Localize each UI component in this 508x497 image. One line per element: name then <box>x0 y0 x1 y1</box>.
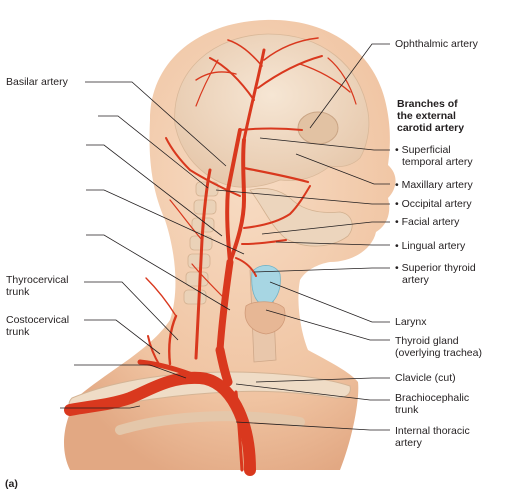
label-basilar-artery: Basilar artery <box>6 76 68 88</box>
first-rib <box>115 411 305 435</box>
thyrocervical-vessel <box>168 314 178 366</box>
maxillary-vessel <box>242 166 310 184</box>
label-thyroid-gland-line-2: (overlying trachea) <box>395 347 482 359</box>
leader-facial <box>261 221 390 235</box>
label-brachiocephalic-line-1: Brachiocephalic <box>395 392 470 404</box>
label-costocervical-line-2: trunk <box>6 326 30 338</box>
internal-thoracic-vessel <box>234 390 244 472</box>
label-lingual-artery: Lingual artery <box>395 240 466 252</box>
superior-thyroid-vessel <box>235 257 257 277</box>
leader-basilar <box>85 81 227 167</box>
costocervical-vessel <box>147 335 161 367</box>
leader-ophthalmic <box>309 43 390 129</box>
heading-branches-line-1: Branches of <box>397 98 458 110</box>
label-superficial-temporal-line-2: temporal artery <box>402 156 473 168</box>
ophthalmic-vessel <box>239 127 303 131</box>
leader-clavicle <box>255 377 390 383</box>
aortic-arch <box>64 371 256 476</box>
label-thyrocervical-line-1: Thyrocervical <box>6 274 69 286</box>
occipital-vessel <box>165 137 241 197</box>
larynx-shape <box>251 265 281 307</box>
thyroid-shape <box>244 301 286 335</box>
label-superficial-temporal-line-1: Superficial <box>395 144 451 156</box>
leader-occipital <box>215 189 390 205</box>
lingual-vessel <box>241 239 287 245</box>
facial-vessel <box>243 185 311 229</box>
external-carotid-vessel <box>228 138 246 264</box>
leader-thyrocervical <box>84 281 179 341</box>
leader-superficial-temporal <box>259 137 390 151</box>
label-larynx: Larynx <box>395 316 427 328</box>
label-thyroid-gland-line-1: Thyroid gland <box>395 335 459 347</box>
arteries <box>64 37 357 476</box>
label-superior-thyroid-line-1: Superior thyroid <box>395 262 476 274</box>
leader-superior-thyroid <box>253 267 390 273</box>
leader-lingual <box>275 241 390 246</box>
label-costocervical-line-1: Costocervical <box>6 314 70 326</box>
common-carotid-vessel <box>216 258 234 354</box>
heading-branches-line-3: carotid artery <box>397 122 465 134</box>
label-brachiocephalic-line-2: trunk <box>395 404 419 416</box>
leader-costocervical <box>84 319 161 355</box>
label-occipital-artery: Occipital artery <box>395 198 472 210</box>
leader-internal-thoracic <box>235 421 390 431</box>
label-superior-thyroid-line-2: artery <box>402 274 429 286</box>
leader-maxillary <box>295 153 390 185</box>
label-clavicle: Clavicle (cut) <box>395 372 456 384</box>
label-maxillary-artery: Maxillary artery <box>395 179 473 191</box>
label-facial-artery: Facial artery <box>395 216 460 228</box>
label-ophthalmic-artery: Ophthalmic artery <box>395 38 478 50</box>
heading-branches-line-2: the external <box>397 110 456 122</box>
superficial-temporal-vessel <box>242 48 266 142</box>
label-thyrocervical-line-2: trunk <box>6 286 30 298</box>
subclavian-vessel <box>137 359 203 381</box>
leader-thyroid-gland <box>265 309 390 341</box>
cervical-vertebrae <box>183 181 219 305</box>
leader-larynx <box>269 281 390 323</box>
label-internal-thoracic-line-1: Internal thoracic <box>395 425 470 437</box>
leader-brachiocephalic <box>235 383 390 401</box>
panel-letter: (a) <box>5 478 18 490</box>
leader-lines <box>60 43 390 431</box>
label-internal-thoracic-line-2: artery <box>395 437 422 449</box>
